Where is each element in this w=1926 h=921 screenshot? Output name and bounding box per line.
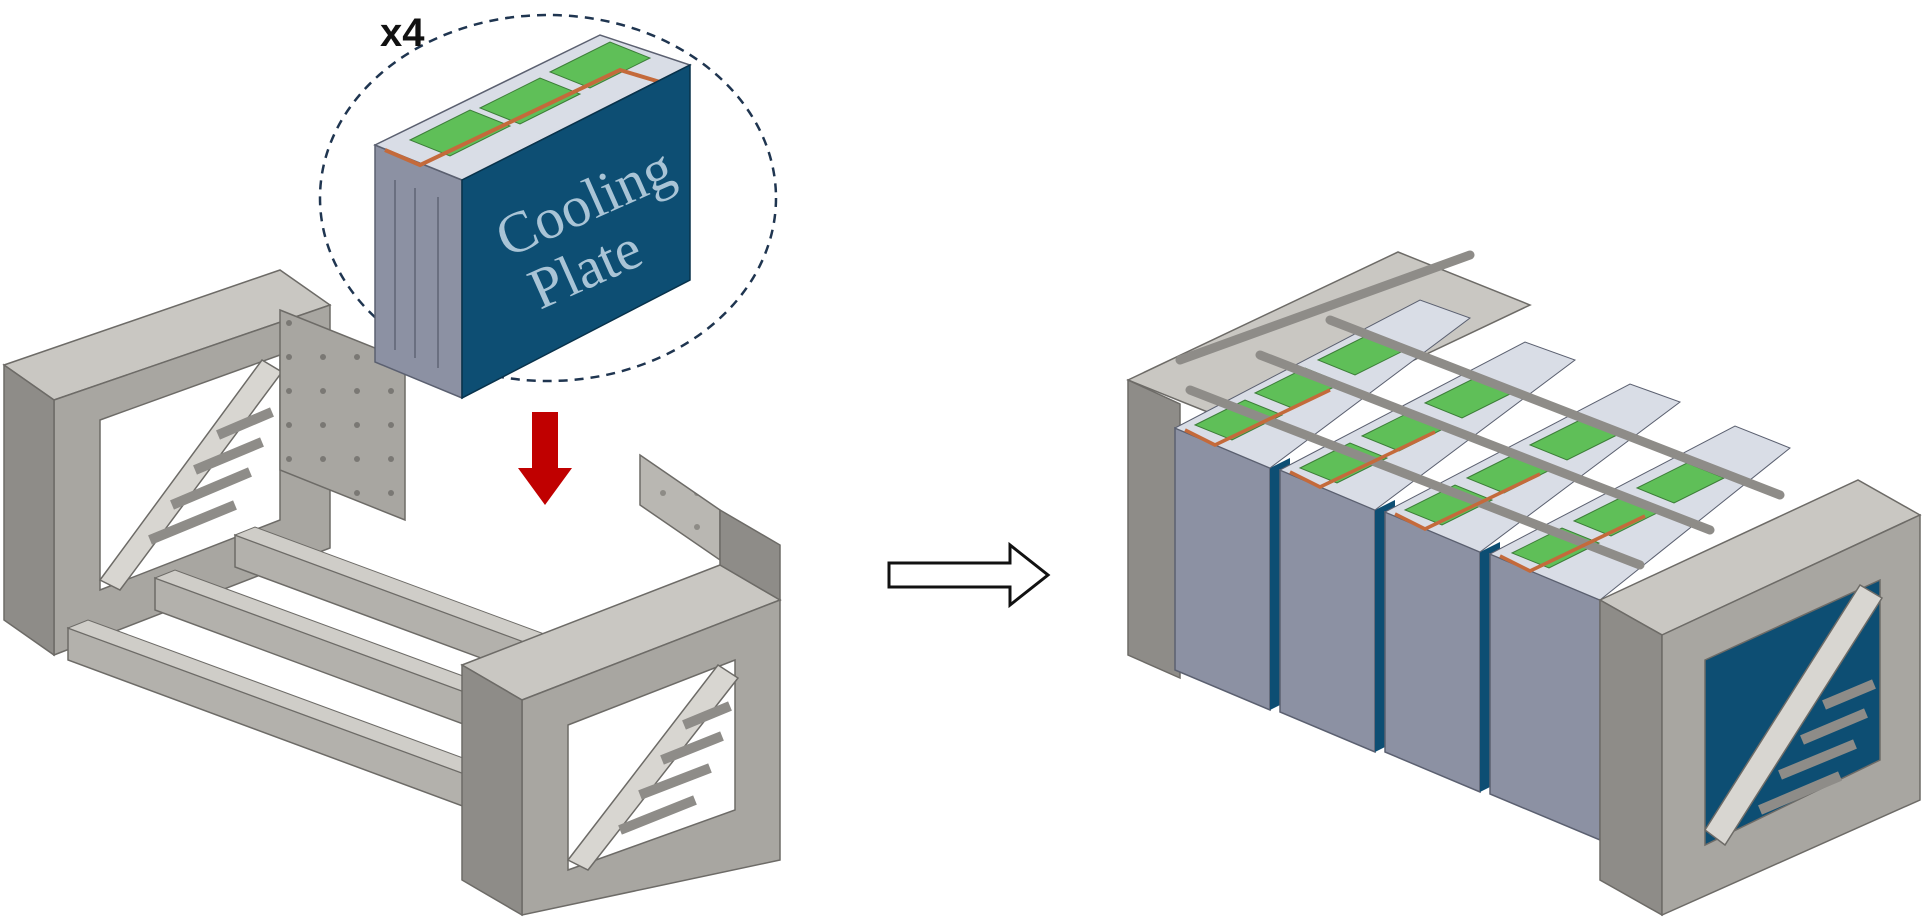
down-arrow-icon [518,412,572,505]
hold-down-straps [1175,250,1785,570]
assembled-pack [1126,250,1922,917]
battery-module: Cooling Plate [373,34,692,400]
copper-busbars [1184,388,1646,573]
frame-end-plate-back [2,269,406,657]
callout-dashed-ellipse [318,13,778,383]
module-callout: x4 [318,11,778,383]
frame-end-plate-front [460,453,782,917]
right-arrow-icon [887,541,1051,609]
empty-frame [2,269,782,917]
multiplier-label: x4 [380,11,425,55]
